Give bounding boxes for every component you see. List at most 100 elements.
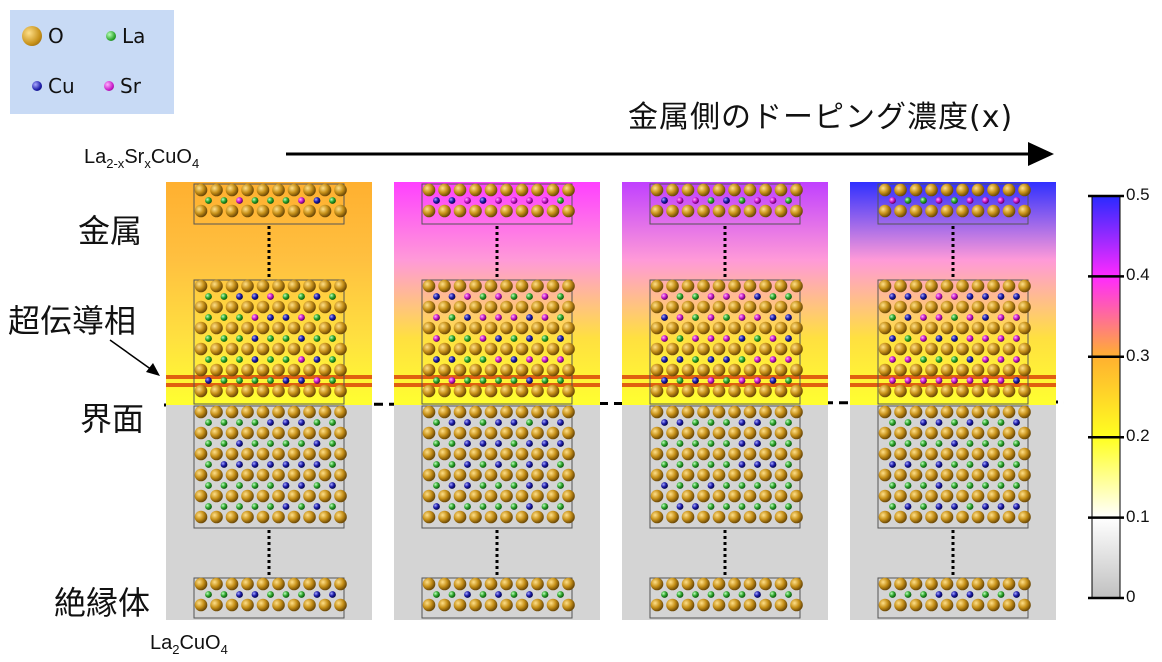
insulator-block-la-atom xyxy=(723,503,730,510)
metal-block-o-atom xyxy=(878,300,892,314)
insulator-block-la-atom xyxy=(951,461,958,468)
insulator-block-cu-atom xyxy=(282,482,290,489)
metal-block-sr-atom xyxy=(982,377,989,384)
metal-block-o-atom xyxy=(531,321,544,335)
insulator-block-la-atom xyxy=(236,482,243,489)
insulator-block-cu-atom xyxy=(495,461,502,468)
bottom-slab-o-atom xyxy=(987,598,1000,612)
metal-block-o-atom xyxy=(225,300,239,314)
metal-block-cu-atom xyxy=(676,356,684,363)
insulator-block-la-atom xyxy=(251,503,259,510)
insulator-block-o-atom xyxy=(1018,510,1031,524)
insulator-block-o-atom xyxy=(484,489,498,503)
insulator-block-o-atom xyxy=(878,447,892,461)
metal-block-o-atom xyxy=(956,363,969,377)
metal-block-o-atom xyxy=(697,321,710,335)
top-slab-o-atom xyxy=(956,204,969,218)
metal-block-o-atom xyxy=(1002,321,1016,335)
metal-block-sr-atom xyxy=(935,293,943,300)
metal-block-o-atom xyxy=(697,300,710,314)
insulator-block-o-atom xyxy=(697,447,710,461)
metal-block-la-atom xyxy=(557,314,564,321)
insulator-block-cu-atom xyxy=(220,461,228,468)
bottom-slab-o-atom xyxy=(940,598,954,612)
insulator-block-la-atom xyxy=(479,461,487,468)
panel-1 xyxy=(166,182,372,620)
metal-block-sr-atom xyxy=(754,356,761,363)
insulator-block-la-atom xyxy=(251,482,259,489)
insulator-block-cu-atom xyxy=(935,503,943,510)
insulator-block-o-atom xyxy=(287,426,301,440)
insulator-block-cu-atom xyxy=(298,482,305,489)
legend-label-sr: Sr xyxy=(120,74,141,98)
insulator-block-la-atom xyxy=(510,440,518,447)
insulator-block-la-atom xyxy=(329,419,336,426)
insulator-block-cu-atom xyxy=(920,419,927,426)
metal-block-o-atom xyxy=(318,279,332,293)
insulator-block-o-atom xyxy=(515,510,529,524)
metal-block-o-atom xyxy=(940,342,954,356)
metal-block-o-atom xyxy=(1018,279,1031,293)
insulator-block-o-atom xyxy=(774,405,788,419)
top-slab-o-atom xyxy=(1002,183,1016,197)
insulator-block-o-atom xyxy=(303,468,316,482)
colorbar-tick-label: 0.1 xyxy=(1126,506,1150,526)
metal-block-o-atom xyxy=(453,279,467,293)
colorbar-tick-label: 0 xyxy=(1126,587,1136,606)
insulator-block-o-atom xyxy=(225,468,239,482)
insulator-block-o-atom xyxy=(256,489,270,503)
metal-block-la-atom xyxy=(785,377,792,384)
insulator-block-o-atom xyxy=(909,447,923,461)
insulator-block-la-atom xyxy=(541,503,549,510)
top-slab-o-atom xyxy=(759,204,772,218)
metal-block-cu-atom xyxy=(982,314,989,321)
top-slab-o-atom xyxy=(697,204,710,218)
insulator-block-cu-atom xyxy=(464,482,471,489)
top-slab-cell-outline xyxy=(421,183,573,225)
insulator-block-o-atom xyxy=(743,489,757,503)
insulator-block-la-atom xyxy=(785,440,792,447)
metal-block-o-atom xyxy=(925,342,938,356)
bottom-slab-o-atom xyxy=(515,598,529,612)
insulator-block-la-atom xyxy=(661,503,668,510)
metal-block-la-atom xyxy=(313,335,321,342)
metal-block-o-atom xyxy=(681,279,695,293)
top-slab-o-atom xyxy=(546,183,560,197)
metal-block-o-atom xyxy=(546,300,560,314)
metal-block-cu-atom xyxy=(526,377,533,384)
metal-block-o-atom xyxy=(500,279,513,293)
top-slab-o-atom xyxy=(287,183,301,197)
metal-block-o-atom xyxy=(438,363,451,377)
metal-block-o-atom xyxy=(681,321,695,335)
insulator-block-o-atom xyxy=(743,510,757,524)
metal-block-o-atom xyxy=(241,300,254,314)
insulator-block-la-atom xyxy=(236,503,243,510)
bottom-slab-o-atom xyxy=(241,598,254,612)
metal-block-la-atom xyxy=(479,293,487,300)
insulator-block-la-atom xyxy=(661,440,668,447)
insulator-block-la-atom xyxy=(904,419,912,426)
top-slab-sr-atom xyxy=(966,197,974,204)
insulator-block-la-atom xyxy=(1013,482,1020,489)
bottom-slab-cu-atom xyxy=(313,591,321,598)
bottom-slab-o-atom xyxy=(666,598,679,612)
metal-block-o-atom xyxy=(743,321,757,335)
metal-block-o-atom xyxy=(453,363,467,377)
metal-block-o-atom xyxy=(956,279,969,293)
insulator-block-o-atom xyxy=(241,489,254,503)
insulator-block-la-atom xyxy=(738,503,746,510)
insulator-block-o-atom xyxy=(562,426,575,440)
metal-block-cu-atom xyxy=(769,377,777,384)
metal-block-cu-atom xyxy=(495,335,502,342)
metal-block-o-atom xyxy=(971,279,985,293)
bottom-slab-o-atom xyxy=(256,598,270,612)
bottom-slab-la-atom xyxy=(738,591,746,598)
insulator-block-la-atom xyxy=(769,440,777,447)
insulator-block-o-atom xyxy=(500,426,513,440)
metal-block-cu-atom xyxy=(236,293,243,300)
insulator-block-o-atom xyxy=(940,489,954,503)
top-slab-o-atom xyxy=(334,183,347,197)
metal-block-o-atom xyxy=(272,279,285,293)
metal-block-la-atom xyxy=(920,356,927,363)
metal-block-o-atom xyxy=(971,321,985,335)
